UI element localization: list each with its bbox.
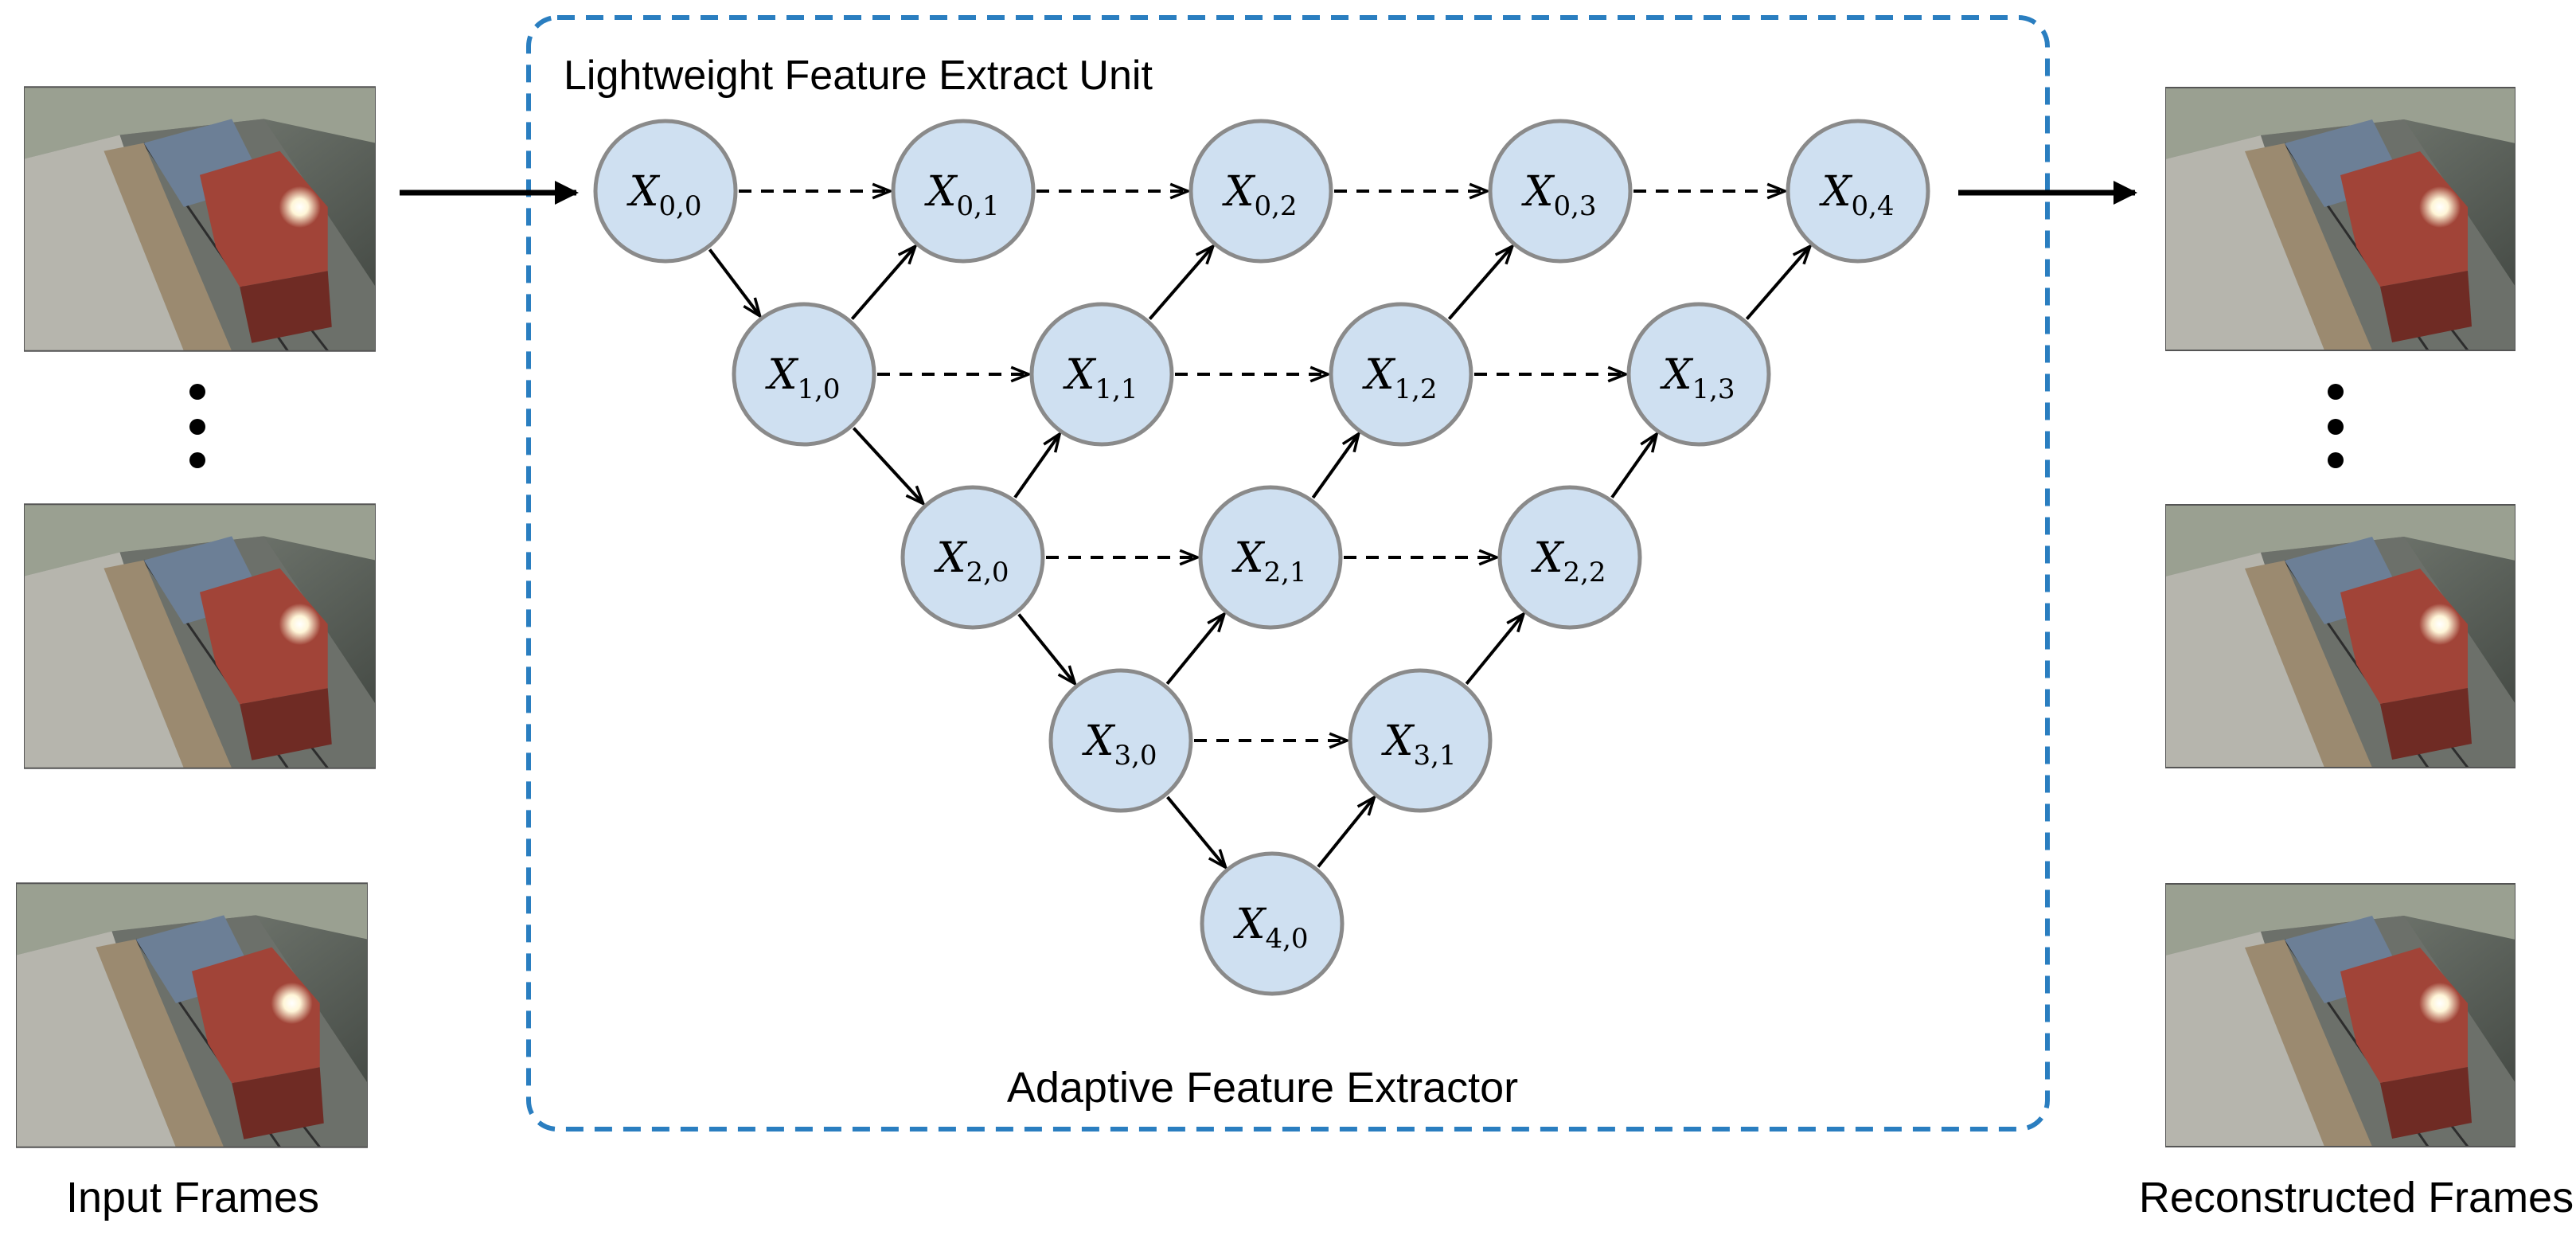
node-circle <box>1200 851 1345 996</box>
node-X02: X0,2 <box>1188 119 1333 264</box>
edge-X12-X03 <box>1447 248 1511 320</box>
node-label: X0,3 <box>1520 168 1596 222</box>
unit-title: Lightweight Feature Extract Unit <box>564 53 1153 99</box>
edge-X30-X21 <box>1165 616 1223 686</box>
output-frames <box>2165 86 2516 1148</box>
extractor-title: Adaptive Feature Extractor <box>1007 1064 1518 1112</box>
node-circle <box>900 485 1045 630</box>
ellipsis-dot <box>2328 419 2344 435</box>
node-X40: X4,0 <box>1200 851 1345 996</box>
output-frame-2 <box>2165 503 2516 769</box>
node-label: X2,2 <box>1530 534 1606 588</box>
node-circle <box>1188 119 1333 264</box>
output-caption: Reconstructed Frames <box>2139 1174 2574 1221</box>
node-X22: X2,2 <box>1497 485 1642 630</box>
node-X10: X1,0 <box>732 302 876 447</box>
node-label: X4,0 <box>1232 901 1308 955</box>
edge-X11-X02 <box>1148 248 1212 320</box>
input-frame-1 <box>24 86 376 352</box>
edges-layer <box>708 191 1809 868</box>
edge-X10-X20 <box>852 427 922 502</box>
node-circle <box>1048 668 1193 813</box>
node-label: X2,0 <box>933 534 1009 588</box>
edge-X30-X40 <box>1166 795 1225 866</box>
node-label: X1,0 <box>764 351 840 405</box>
node-circle <box>1348 668 1493 813</box>
node-X13: X1,3 <box>1626 302 1771 447</box>
output-frame-1 <box>2165 86 2516 352</box>
ellipsis-dot <box>189 384 205 400</box>
ellipsis-dot <box>2328 384 2344 400</box>
node-circle <box>1626 302 1771 447</box>
node-circle <box>732 302 876 447</box>
adaptive-feature-extractor-box <box>526 15 2050 1132</box>
output-frame-3 <box>2165 882 2516 1148</box>
node-X03: X0,3 <box>1488 119 1633 264</box>
node-circle <box>593 119 738 264</box>
node-circle <box>1198 485 1343 630</box>
nodes-layer: X0,0 X0,1 X0,2 X0,3 X0,4X1,0 X1,1 X1,2 X1,3X2,0… <box>593 119 1930 996</box>
edge-X22-X13 <box>1610 436 1656 498</box>
node-label: X1,3 <box>1659 351 1735 405</box>
node-X01: X0,1 <box>891 119 1036 264</box>
node-X30: X3,0 <box>1048 668 1193 813</box>
node-X00: X0,0 <box>593 119 738 264</box>
ellipsis-dot <box>189 419 205 435</box>
node-label: X2,1 <box>1231 534 1306 588</box>
node-X11: X1,1 <box>1029 302 1174 447</box>
ellipsis-dot <box>2328 452 2344 468</box>
node-label: X1,2 <box>1361 351 1437 405</box>
node-X20: X2,0 <box>900 485 1045 630</box>
node-label: X0,2 <box>1221 168 1297 222</box>
node-label: X0,0 <box>626 168 701 222</box>
edge-X10-X01 <box>850 248 914 320</box>
edge-X20-X11 <box>1013 436 1059 498</box>
node-circle <box>1488 119 1633 264</box>
edge-X00-X10 <box>708 248 759 315</box>
input-frames <box>16 86 376 1148</box>
node-label: X3,1 <box>1380 717 1456 772</box>
input-caption: Input Frames <box>66 1174 319 1221</box>
node-X04: X0,4 <box>1786 119 1930 264</box>
node-label: X0,1 <box>923 168 999 222</box>
node-X31: X3,1 <box>1348 668 1493 813</box>
edge-X40-X31 <box>1317 799 1373 868</box>
node-circle <box>891 119 1036 264</box>
input-frame-2 <box>24 503 376 769</box>
edge-X13-X04 <box>1745 248 1809 320</box>
node-X12: X1,2 <box>1329 302 1473 447</box>
node-X21: X2,1 <box>1198 485 1343 630</box>
node-circle <box>1786 119 1930 264</box>
input-frame-3 <box>16 882 368 1148</box>
node-circle <box>1497 485 1642 630</box>
edge-X21-X12 <box>1311 436 1357 499</box>
edge-X20-X30 <box>1017 613 1074 682</box>
node-label: X0,4 <box>1818 168 1894 222</box>
node-circle <box>1329 302 1473 447</box>
node-label: X1,1 <box>1062 351 1138 405</box>
node-circle <box>1029 302 1174 447</box>
ellipsis-dot <box>189 452 205 468</box>
edge-X31-X22 <box>1465 616 1522 686</box>
node-label: X3,0 <box>1081 717 1157 772</box>
